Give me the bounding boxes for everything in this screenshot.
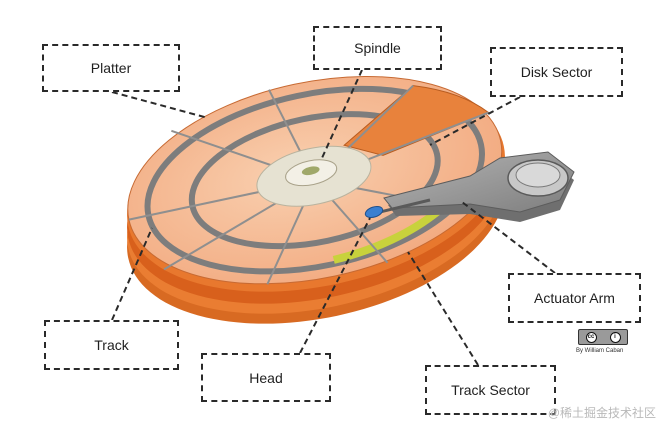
label-track-sector: Track Sector xyxy=(425,365,556,415)
track-sector xyxy=(332,208,441,264)
cc-icon: cc xyxy=(585,331,597,343)
leader-platter xyxy=(111,91,209,119)
head xyxy=(364,205,384,219)
label-actuator-arm: Actuator Arm xyxy=(508,273,641,323)
leader-lines xyxy=(111,69,556,366)
actuator-arm xyxy=(364,151,575,222)
attribution-icon: i xyxy=(609,331,621,343)
platter xyxy=(127,75,505,292)
leader-spindle xyxy=(321,69,363,159)
label-spindle: Spindle xyxy=(313,26,442,70)
label-head: Head xyxy=(201,353,331,402)
label-disk-sector-text: Disk Sector xyxy=(520,64,593,80)
label-disk-sector: Disk Sector xyxy=(490,47,623,97)
label-actuator-arm-text: Actuator Arm xyxy=(534,290,615,306)
label-platter: Platter xyxy=(42,44,180,92)
leader-disk-sector xyxy=(429,96,521,146)
label-track-text: Track xyxy=(94,337,129,353)
label-head-text: Head xyxy=(249,369,283,386)
label-track-sector-text: Track Sector xyxy=(451,382,530,398)
license-credit: By William Caban xyxy=(576,348,624,354)
cc-license-badge: cc i xyxy=(578,329,628,345)
label-platter-text: Platter xyxy=(90,60,132,76)
label-track: Track xyxy=(44,320,179,370)
watermark: @稀土掘金技术社区 xyxy=(547,406,656,420)
label-spindle-text: Spindle xyxy=(354,40,401,56)
leader-head xyxy=(299,217,371,354)
leader-track xyxy=(111,227,153,321)
leader-track-sector xyxy=(407,251,479,366)
